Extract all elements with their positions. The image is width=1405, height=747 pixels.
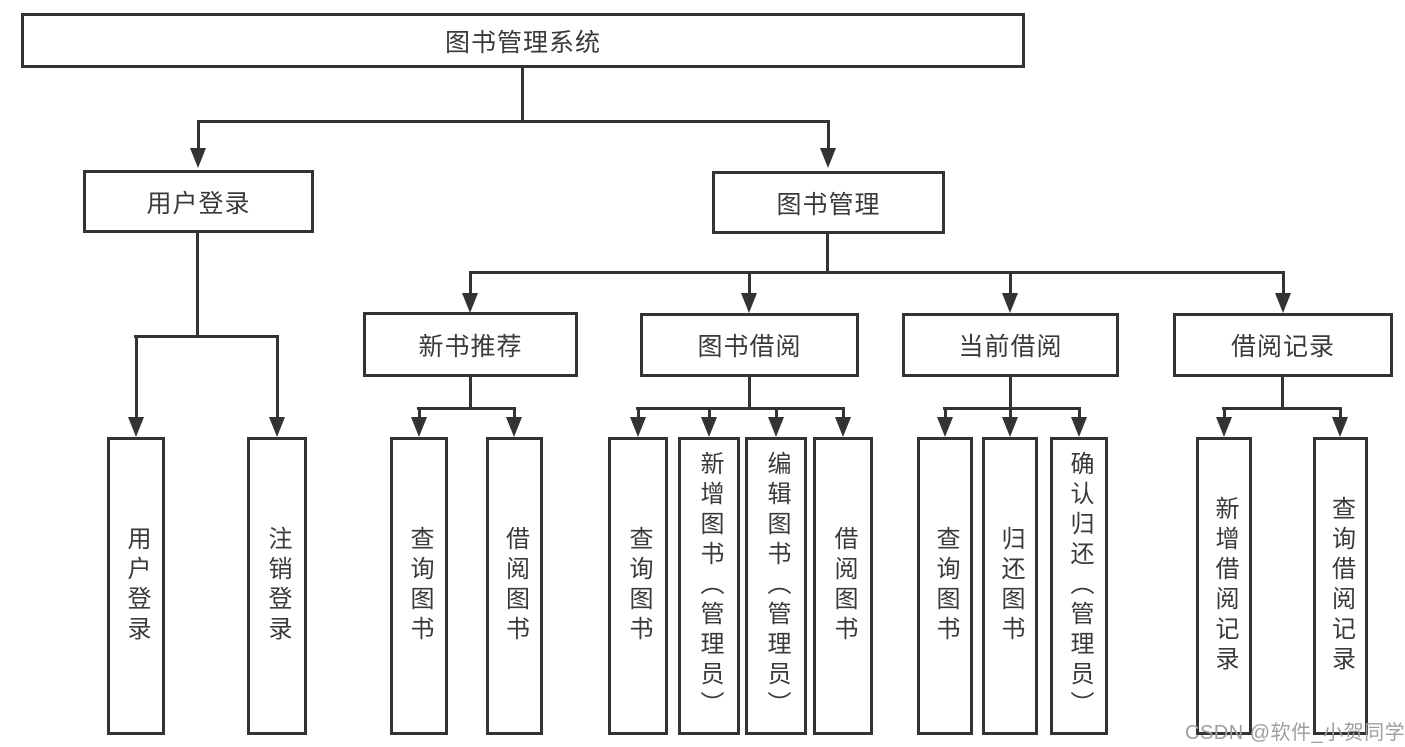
connector-line — [417, 407, 516, 410]
node-br-add-record: 新增借阅记录 — [1196, 437, 1252, 735]
node-user-login-module: 用户登录 — [83, 170, 314, 233]
arrow-down-icon — [190, 148, 206, 168]
node-bb-edit-books-admin: 编辑图书（管理员） — [745, 437, 807, 735]
connector-line — [943, 407, 947, 419]
connector-line — [1222, 407, 1226, 419]
node-borrow-records: 借阅记录 — [1173, 313, 1393, 377]
arrow-down-icon — [1275, 293, 1291, 313]
arrow-down-icon — [411, 417, 427, 437]
connector-line — [774, 407, 778, 419]
connector-line — [1008, 407, 1012, 419]
arrow-down-icon — [768, 417, 784, 437]
connector-line — [1009, 377, 1012, 409]
connector-line — [196, 233, 199, 337]
node-nbr-borrow-books: 借阅图书 — [486, 437, 543, 735]
node-logout: 注销登录 — [247, 437, 307, 735]
arrow-down-icon — [1002, 417, 1018, 437]
arrow-down-icon — [1216, 417, 1232, 437]
arrow-down-icon — [1002, 293, 1018, 313]
connector-line — [1077, 407, 1081, 419]
arrow-down-icon — [630, 417, 646, 437]
arrow-down-icon — [701, 417, 717, 437]
node-nbr-query-books: 查询图书 — [390, 437, 448, 735]
node-bb-borrow-books: 借阅图书 — [813, 437, 873, 735]
arrow-down-icon — [269, 417, 285, 437]
node-login: 用户登录 — [107, 437, 165, 735]
connector-line — [1222, 407, 1342, 410]
connector-line — [197, 120, 830, 123]
connector-line — [841, 407, 845, 419]
arrow-down-icon — [1071, 417, 1087, 437]
node-book-management: 图书管理 — [712, 171, 945, 234]
connector-line — [521, 68, 524, 122]
connector-line — [636, 407, 845, 410]
node-cb-query-books: 查询图书 — [917, 437, 973, 735]
arrow-down-icon — [820, 148, 836, 168]
node-bb-query-books: 查询图书 — [608, 437, 668, 735]
connector-line — [707, 407, 711, 419]
connector-line — [1008, 271, 1012, 295]
arrow-down-icon — [128, 417, 144, 437]
connector-line — [748, 377, 751, 409]
connector-line — [275, 335, 279, 419]
arrow-down-icon — [835, 417, 851, 437]
node-new-book-recommend: 新书推荐 — [363, 312, 578, 377]
node-cb-confirm-return-admin: 确认归还（管理员） — [1050, 437, 1108, 735]
node-current-borrow: 当前借阅 — [902, 313, 1119, 377]
connector-line — [417, 407, 421, 419]
connector-line — [943, 407, 1081, 410]
connector-line — [469, 271, 1284, 274]
watermark: CSDN @软件_小贺同学 — [1185, 722, 1405, 744]
arrow-down-icon — [462, 293, 478, 313]
connector-line — [1281, 377, 1284, 409]
arrow-down-icon — [937, 417, 953, 437]
connector-line — [134, 335, 138, 419]
connector-line — [134, 335, 279, 338]
connector-line — [636, 407, 640, 419]
node-book-borrow: 图书借阅 — [640, 313, 859, 377]
connector-line — [512, 407, 516, 419]
node-library-system: 图书管理系统 — [21, 13, 1025, 68]
node-cb-return-books: 归还图书 — [982, 437, 1038, 735]
arrow-down-icon — [506, 417, 522, 437]
connector-line — [468, 271, 472, 295]
connector-line — [1338, 407, 1342, 419]
arrow-down-icon — [1332, 417, 1348, 437]
connector-line — [196, 120, 200, 150]
connector-line — [1281, 271, 1285, 295]
connector-line — [826, 234, 829, 273]
node-br-query-record: 查询借阅记录 — [1313, 437, 1368, 735]
connector-line — [469, 377, 472, 409]
arrow-down-icon — [741, 293, 757, 313]
connector-line — [826, 120, 830, 150]
node-bb-add-books-admin: 新增图书（管理员） — [678, 437, 740, 735]
connector-line — [747, 271, 751, 295]
